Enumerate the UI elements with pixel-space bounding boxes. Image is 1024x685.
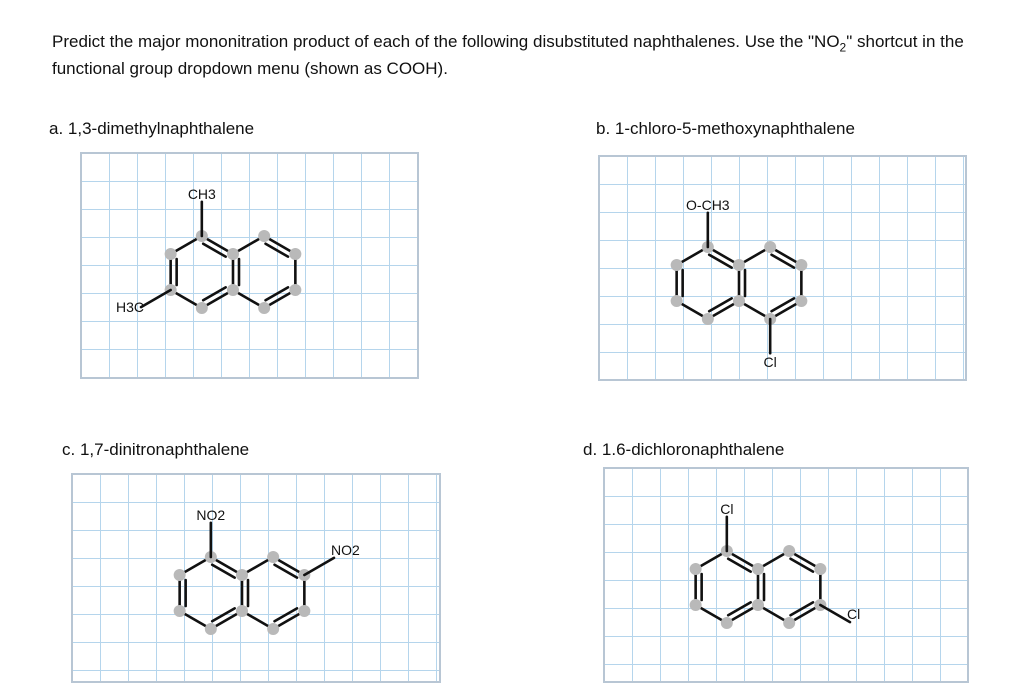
atom-node-c8[interactable] — [783, 545, 796, 557]
substituent-label[interactable]: Cl — [764, 354, 777, 370]
substituent-bond[interactable] — [139, 288, 172, 309]
bond-group — [694, 549, 822, 625]
atom-node-c4[interactable] — [204, 623, 217, 635]
double-bond-C6-C5[interactable] — [770, 297, 796, 313]
atom-node-c7[interactable] — [289, 248, 302, 260]
atom-node-c4a[interactable] — [752, 599, 764, 611]
substituent-bond[interactable] — [303, 556, 336, 577]
double-bond-C4-C4a[interactable] — [210, 607, 236, 623]
atom-node-c3[interactable] — [670, 295, 683, 307]
substituent-bond[interactable] — [819, 603, 852, 624]
atom-node-c4a[interactable] — [236, 605, 248, 617]
atom-node-c6[interactable] — [289, 284, 302, 296]
atom-node-c5[interactable] — [783, 617, 796, 629]
prompt-text-after: " shortcut in the functional group dropd… — [52, 32, 964, 79]
atom-node-c8a[interactable] — [733, 259, 745, 271]
double-bond-C8a-C1[interactable] — [210, 563, 236, 579]
double-bond-C6-C5[interactable] — [273, 607, 299, 623]
atom-node-group — [670, 241, 808, 325]
atom-node-c4[interactable] — [720, 617, 733, 629]
bond-group — [169, 234, 297, 310]
problem-b-label: b. 1-chloro-5-methoxynaphthalene — [596, 119, 855, 138]
atom-node-c2[interactable] — [689, 563, 702, 575]
atom-node-c7[interactable] — [795, 259, 808, 271]
substituent-label[interactable]: Cl — [847, 606, 860, 622]
double-bond-C8-C7[interactable] — [770, 253, 796, 269]
question-prompt: Predict the major mononitration product … — [52, 31, 992, 80]
prompt-subscript: 2 — [839, 40, 847, 55]
bond-group — [675, 245, 803, 321]
double-bond-C4-C4a[interactable] — [201, 286, 227, 302]
atom-node-c8a[interactable] — [227, 248, 239, 260]
atom-node-c8[interactable] — [267, 551, 280, 563]
atom-node-c2[interactable] — [173, 569, 186, 581]
problem-a-label: a. 1,3-dimethylnaphthalene — [49, 119, 255, 138]
atom-node-c7[interactable] — [814, 563, 827, 575]
double-bond-C8a-C1[interactable] — [726, 557, 752, 573]
atom-node-c4[interactable] — [195, 302, 208, 314]
atom-node-c3[interactable] — [689, 599, 702, 611]
atom-node-c6[interactable] — [795, 295, 808, 307]
atom-node-group — [173, 551, 311, 635]
problem-c-label: c. 1,7-dinitronaphthalene — [62, 440, 250, 459]
atom-node-c8a[interactable] — [752, 563, 764, 575]
double-bond-C8a-C1[interactable] — [201, 242, 227, 258]
substituent-label[interactable]: NO2 — [331, 542, 360, 558]
atom-node-c2[interactable] — [670, 259, 683, 271]
atom-node-c5[interactable] — [267, 623, 280, 635]
substituent-label[interactable]: NO2 — [196, 507, 225, 523]
double-bond-C4-C4a[interactable] — [707, 297, 733, 313]
double-bond-C8a-C1[interactable] — [707, 253, 733, 269]
double-bond-C8-C7[interactable] — [789, 557, 815, 573]
atom-node-c8[interactable] — [764, 241, 777, 253]
substituent-label[interactable]: O-CH3 — [686, 197, 730, 213]
double-bond-C4-C4a[interactable] — [726, 601, 752, 617]
atom-node-c3[interactable] — [173, 605, 186, 617]
atom-node-c8[interactable] — [258, 230, 271, 242]
atom-node-c2[interactable] — [164, 248, 177, 260]
problem-d-label: d. 1.6-dichloronaphthalene — [583, 440, 785, 459]
atom-node-c8a[interactable] — [236, 569, 248, 581]
substituent-label[interactable]: H3C — [116, 299, 144, 315]
atom-node-c4a[interactable] — [227, 284, 239, 296]
prompt-text-before: Predict the major mononitration product … — [52, 32, 840, 51]
atom-node-c6[interactable] — [298, 605, 311, 617]
substituent-label[interactable]: CH3 — [188, 186, 216, 202]
double-bond-C8-C7[interactable] — [273, 563, 299, 579]
atom-node-c5[interactable] — [258, 302, 271, 314]
double-bond-C8-C7[interactable] — [264, 242, 290, 258]
substituent-label[interactable]: Cl — [720, 501, 733, 517]
bond-group — [178, 555, 306, 631]
double-bond-C6-C5[interactable] — [264, 286, 290, 302]
double-bond-C6-C5[interactable] — [789, 601, 815, 617]
atom-node-group — [689, 545, 827, 629]
atom-node-c4[interactable] — [701, 313, 714, 325]
atom-node-c4a[interactable] — [733, 295, 745, 307]
